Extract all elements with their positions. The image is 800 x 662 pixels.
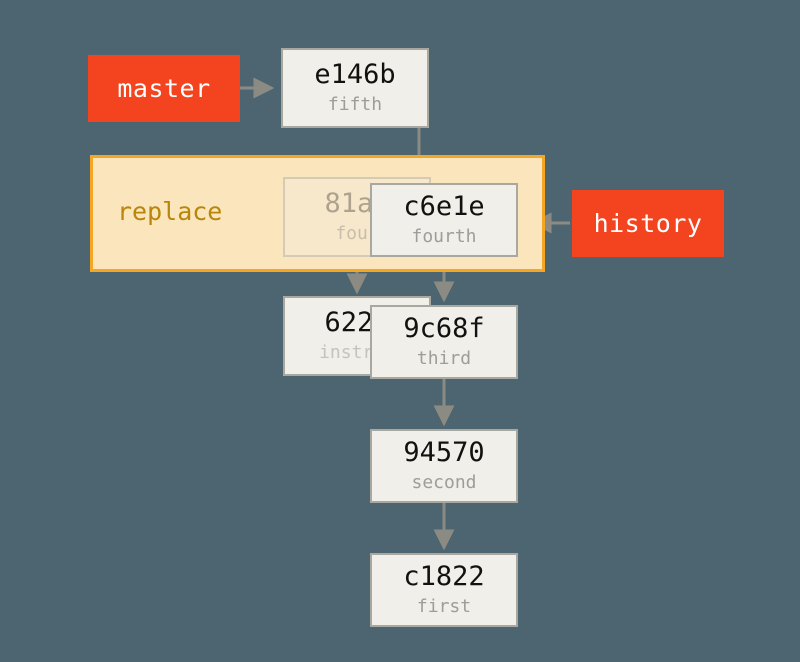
commit-c1822[interactable]: c1822 first — [370, 553, 518, 627]
commit-e146b[interactable]: e146b fifth — [281, 48, 429, 128]
commit-message: third — [416, 348, 472, 370]
commit-message: first — [416, 596, 472, 618]
commit-message: fourth — [411, 226, 477, 248]
commit-sha: 9c68f — [403, 312, 485, 344]
master-ref-badge[interactable]: master — [88, 55, 240, 122]
commit-message: second — [411, 472, 477, 494]
commit-9c68f[interactable]: 9c68f third — [370, 305, 518, 379]
commit-c6e1e[interactable]: c6e1e fourth — [370, 183, 518, 257]
commit-message: four — [335, 223, 379, 245]
replace-group-label: replace — [117, 197, 223, 226]
history-ref-badge[interactable]: history — [572, 190, 724, 257]
commit-sha: c6e1e — [403, 190, 485, 222]
commit-sha: 94570 — [403, 436, 485, 468]
commit-message: fifth — [327, 94, 383, 116]
commit-sha: c1822 — [403, 560, 485, 592]
commit-94570[interactable]: 94570 second — [370, 429, 518, 503]
master-ref-label: master — [117, 74, 211, 103]
commit-sha: e146b — [314, 58, 396, 90]
history-ref-label: history — [593, 209, 703, 238]
